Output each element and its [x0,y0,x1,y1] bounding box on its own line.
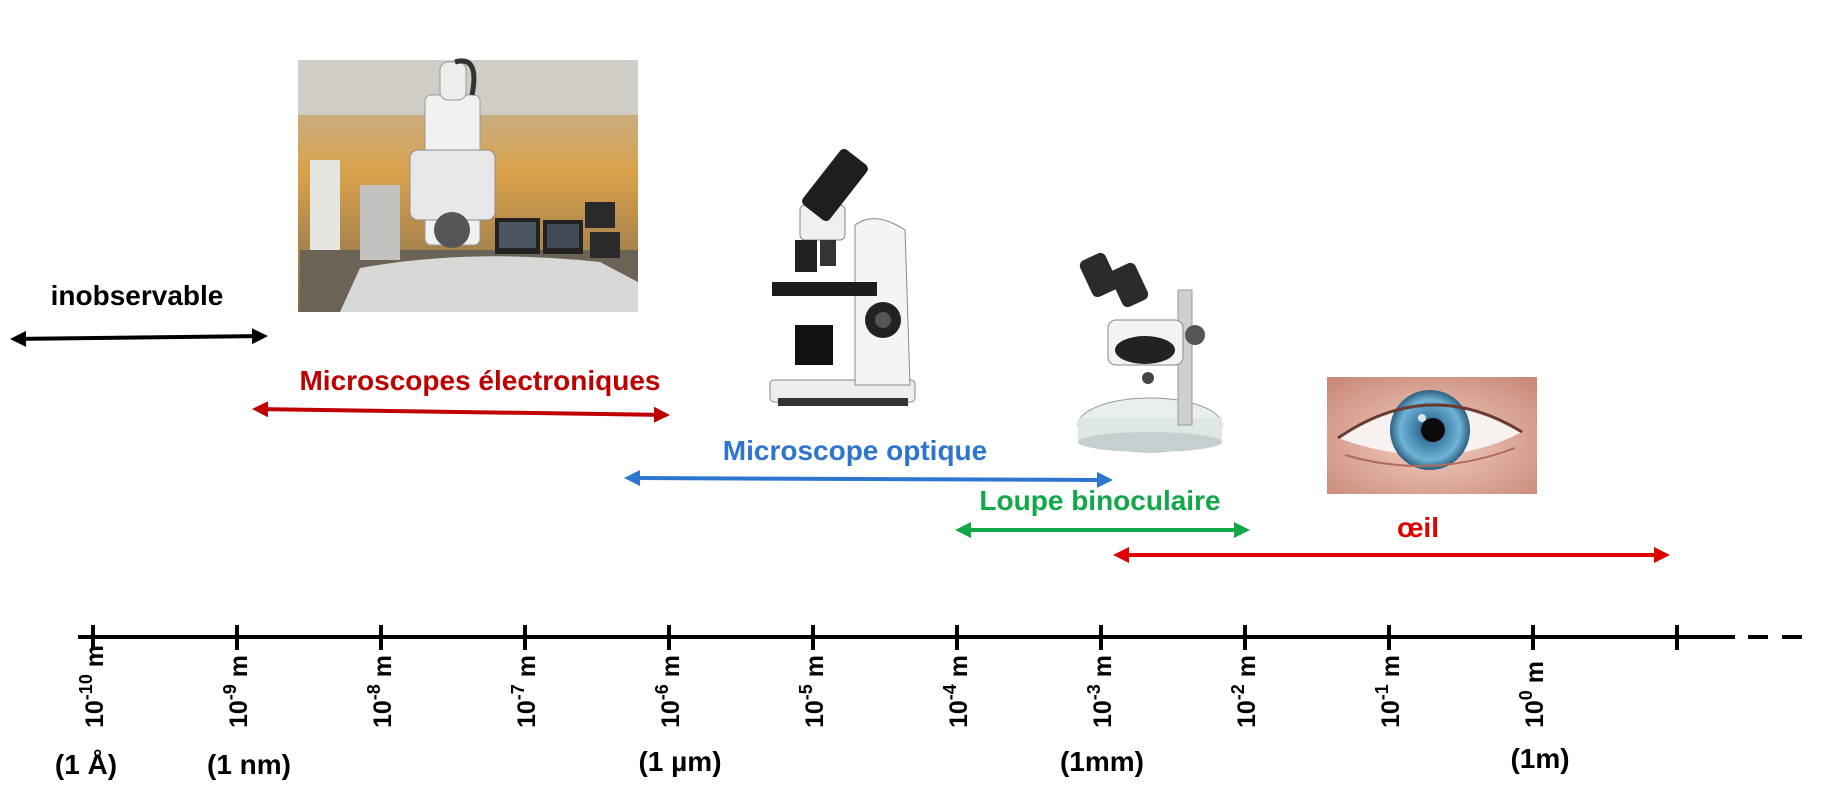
axis-tick-label: 10-1 m [1372,655,1405,728]
range-label-eye: œil [1397,512,1439,543]
arrow-optical-microscope [624,470,1113,488]
range-label-inobservable: inobservable [51,280,224,311]
unit-equivalent-angstrom: (1 Å) [55,749,117,780]
axis-tick-label: 10-9 m [220,655,253,728]
arrow-eye [1113,547,1670,563]
arrow-inobservable [10,328,268,347]
arrow-binocular-loupe [955,522,1250,538]
axis-tick-label: 10-7 m [508,655,541,728]
axis-tick-label: 10-3 m [1084,655,1117,728]
range-label-electron-microscopes: Microscopes électroniques [299,365,660,396]
axis-tick-label: 10-5 m [796,655,829,728]
axis-tick-label: 10-2 m [1228,655,1261,728]
axis-tick-label: 10-6 m [652,655,685,728]
axis-tick-label: 10-10 m [76,645,109,728]
range-label-binocular-loupe: Loupe binoculaire [979,485,1220,516]
eye-icon [1327,377,1537,494]
optical-microscope-icon [769,148,916,406]
binocular-loupe-icon [1077,252,1223,453]
arrow-electron-microscopes [252,401,670,423]
unit-equivalent-micrometre: (1 µm) [638,746,721,777]
electron-microscope-icon [298,58,638,312]
axis-tick-label: 10-4 m [940,655,973,728]
unit-equivalent-metre: (1m) [1510,743,1569,774]
axis-tick-label: 100 m [1516,661,1549,728]
axis-tick-label: 10-8 m [364,655,397,728]
range-label-optical-microscope: Microscope optique [723,435,987,466]
unit-equivalent-nanometre: (1 nm) [207,749,291,780]
unit-equivalent-millimetre: (1mm) [1060,746,1144,777]
